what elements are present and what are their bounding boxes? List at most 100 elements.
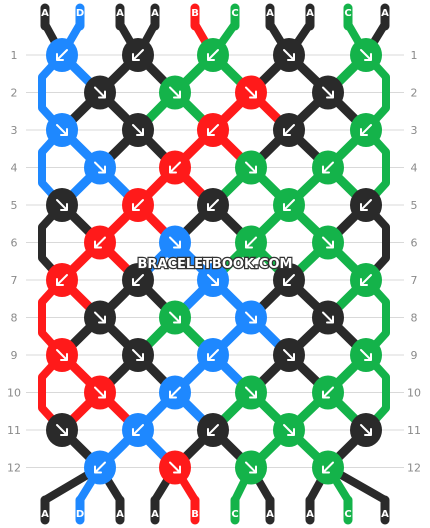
- arrow-down-left-icon: [207, 124, 219, 136]
- strand-label-bottom: A: [266, 509, 274, 520]
- knot-11-3: [197, 413, 229, 447]
- row-number-left: 9: [11, 349, 18, 362]
- strand-label-top: A: [151, 8, 159, 19]
- row-number-right: 12: [407, 462, 421, 475]
- knot-5-3: [197, 188, 229, 222]
- arrow-down-right-icon: [245, 311, 257, 324]
- arrow-down-left-icon: [56, 274, 68, 286]
- knot-3-2: [122, 113, 154, 147]
- arrow-down-left-icon: [132, 274, 144, 286]
- arrow-down-left-icon: [360, 274, 372, 286]
- row-number-left: 2: [11, 87, 18, 100]
- knot-2-2: [159, 75, 191, 110]
- arrow-down-left-icon: [169, 386, 181, 399]
- arrow-down-right-icon: [132, 124, 144, 136]
- knot-4-4: [312, 150, 344, 185]
- arrow-down-right-icon: [322, 311, 334, 324]
- knot-7-3: [197, 263, 229, 297]
- knot-7-4: [273, 263, 305, 297]
- knot-6-4: [312, 225, 344, 260]
- row-number-right: 5: [411, 199, 418, 212]
- strand-label-top: A: [306, 8, 314, 19]
- knot-6-1: [84, 225, 116, 260]
- row-number-left: 12: [7, 462, 21, 475]
- knot-11-1: [46, 413, 78, 447]
- strand-label-top: B: [191, 8, 199, 19]
- arrow-down-left-icon: [322, 461, 334, 474]
- knot-5-2: [122, 188, 154, 222]
- knot-1-1: [46, 38, 78, 72]
- row-number-right: 8: [411, 312, 418, 325]
- row-number-left: 1: [11, 49, 18, 62]
- knot-12-4: [312, 450, 344, 485]
- row-number-left: 5: [11, 199, 18, 212]
- strand-label-bottom: A: [116, 509, 124, 520]
- knot-3-4: [273, 113, 305, 147]
- knot-9-3: [197, 338, 229, 372]
- knot-10-3: [235, 375, 267, 410]
- knot-1-4: [273, 38, 305, 72]
- knot-7-5: [350, 263, 382, 297]
- row-number-left: 10: [7, 387, 21, 400]
- knot-grid: [46, 38, 382, 485]
- strand-label-bottom: A: [381, 509, 389, 520]
- row-number-right: 1: [411, 49, 418, 62]
- knot-10-2: [159, 375, 191, 410]
- arrow-down-right-icon: [207, 274, 219, 286]
- knot-1-2: [122, 38, 154, 72]
- arrow-down-right-icon: [169, 311, 181, 324]
- row-number-right: 4: [411, 162, 418, 175]
- strand-label-bottom: B: [191, 509, 199, 520]
- arrow-down-right-icon: [169, 86, 181, 99]
- knot-4-1: [84, 150, 116, 185]
- knot-12-1: [84, 450, 116, 485]
- knot-11-5: [350, 413, 382, 447]
- arrow-down-right-icon: [94, 86, 106, 99]
- arrow-down-left-icon: [283, 124, 295, 136]
- arrow-down-right-icon: [283, 349, 295, 361]
- arrow-down-left-icon: [207, 199, 219, 211]
- knot-7-1: [46, 263, 78, 297]
- arrow-down-right-icon: [360, 349, 372, 361]
- knot-9-4: [273, 338, 305, 372]
- knot-4-3: [235, 150, 267, 185]
- arrow-down-left-icon: [245, 236, 257, 249]
- strand-label-top: A: [41, 8, 49, 19]
- knot-1-3: [197, 38, 229, 72]
- strand-label-bottom: D: [76, 509, 84, 520]
- knot-9-2: [122, 338, 154, 372]
- knot-6-3: [235, 225, 267, 260]
- row-number-right: 3: [411, 124, 418, 137]
- knot-9-5: [350, 338, 382, 372]
- arrow-down-left-icon: [207, 349, 219, 361]
- knot-5-4: [273, 188, 305, 222]
- row-number-right: 6: [411, 237, 418, 250]
- knot-11-4: [273, 413, 305, 447]
- row-number-left: 8: [11, 312, 18, 325]
- strand-label-bottom: C: [231, 509, 238, 520]
- row-number-right: 2: [411, 87, 418, 100]
- arrow-down-right-icon: [94, 161, 106, 174]
- knot-8-1: [84, 300, 116, 335]
- knot-9-1: [46, 338, 78, 372]
- arrow-down-left-icon: [56, 49, 68, 61]
- knot-11-2: [122, 413, 154, 447]
- knot-2-1: [84, 75, 116, 110]
- arrow-down-right-icon: [360, 49, 372, 61]
- strand-label-top: D: [76, 8, 84, 19]
- knot-10-4: [312, 375, 344, 410]
- knot-3-5: [350, 113, 382, 147]
- arrow-down-left-icon: [94, 461, 106, 474]
- arrow-down-right-icon: [245, 461, 257, 474]
- knot-7-2: [122, 263, 154, 297]
- arrow-down-right-icon: [245, 161, 257, 174]
- strand-label-bottom: A: [306, 509, 314, 520]
- arrow-down-right-icon: [56, 199, 68, 211]
- knot-5-5: [350, 188, 382, 222]
- row-number-left: 6: [11, 237, 18, 250]
- knot-12-2: [159, 450, 191, 485]
